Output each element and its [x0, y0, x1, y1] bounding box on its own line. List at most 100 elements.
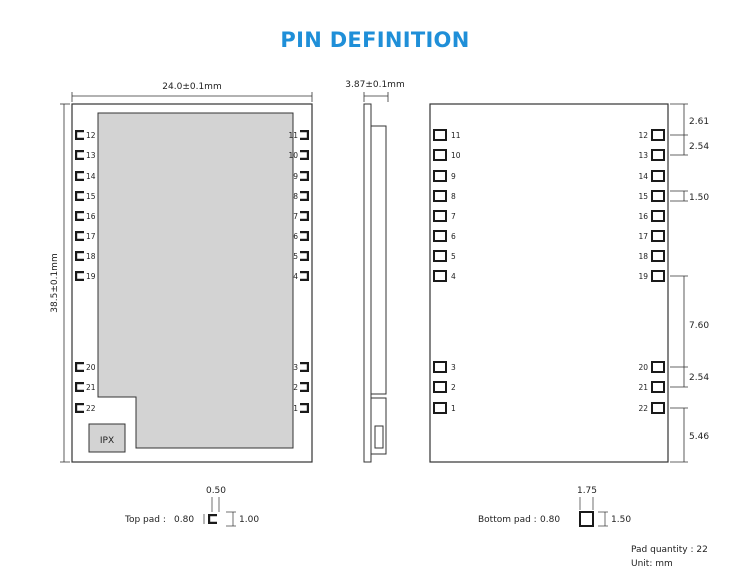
pin-number-left: 1: [451, 404, 456, 413]
shield-can: [97, 112, 294, 449]
pin-pad: [433, 402, 447, 414]
pin-number-left: 7: [451, 212, 456, 221]
dim-label: 2.61: [689, 117, 709, 127]
pin-pad: [75, 271, 84, 281]
pin-pad: [433, 270, 447, 282]
pin-pad: [651, 270, 665, 282]
pin-pad: [651, 250, 665, 262]
pin-pad: [433, 230, 447, 242]
dim-label: 7.60: [689, 321, 709, 331]
pin-number-right: 1: [293, 404, 298, 413]
pin-pad: [75, 130, 84, 140]
pin-number-left: 13: [86, 151, 96, 160]
side-pcb: [363, 103, 372, 463]
pin-pad: [433, 381, 447, 393]
pin-pad: [208, 514, 217, 524]
pin-pad: [651, 381, 665, 393]
pin-pad: [75, 150, 84, 160]
pin-pad: [300, 271, 309, 281]
pin-pad: [300, 130, 309, 140]
pin-pad: [651, 361, 665, 373]
pin-number-left: 18: [86, 252, 96, 261]
pin-number-right: 21: [638, 383, 648, 392]
page-title: PIN DEFINITION: [280, 28, 470, 52]
pin-number-left: 17: [86, 232, 96, 241]
pin-number-left: 15: [86, 192, 96, 201]
pin-number-left: 10: [451, 151, 461, 160]
pin-number-left: 2: [451, 383, 456, 392]
pin-number-right: 7: [293, 212, 298, 221]
pin-number-right: 11: [288, 131, 298, 140]
top-pad-label: Top pad :: [124, 515, 166, 525]
pin-number-right: 14: [638, 172, 648, 181]
pin-number-right: 5: [293, 252, 298, 261]
pin-number-right: 12: [638, 131, 648, 140]
pin-number-left: 6: [451, 232, 456, 241]
pin-number-right: 17: [638, 232, 648, 241]
bottom-pad-width: 0.80: [540, 515, 560, 525]
pin-pad: [300, 231, 309, 241]
height-label: 38.5±0.1mm: [50, 253, 60, 312]
pin-pad: [651, 149, 665, 161]
pin-pad: [300, 403, 309, 413]
unit-note: Unit: mm: [631, 559, 673, 569]
pin-number-left: 4: [451, 272, 456, 281]
dim-label: 5.46: [689, 432, 709, 442]
pin-number-right: 20: [638, 363, 648, 372]
pin-pad: [75, 171, 84, 181]
pin-pad: [300, 382, 309, 392]
pin-pad: [651, 210, 665, 222]
bottom-outline: [429, 103, 669, 463]
top-pad-height: 1.00: [239, 515, 259, 525]
pin-number-left: 9: [451, 172, 456, 181]
pin-number-left: 19: [86, 272, 96, 281]
pin-number-right: 16: [638, 212, 648, 221]
pin-number-left: 21: [86, 383, 96, 392]
pin-number-left: 22: [86, 404, 96, 413]
pin-number-right: 19: [638, 272, 648, 281]
pin-pad: [651, 402, 665, 414]
bottom-pad-shape: [579, 511, 594, 527]
pin-number-left: 16: [86, 212, 96, 221]
bottom-pad-height: 1.50: [611, 515, 631, 525]
pin-pad: [75, 231, 84, 241]
pin-pad: [75, 403, 84, 413]
thickness-label: 3.87±0.1mm: [345, 80, 404, 90]
pin-pad: [651, 129, 665, 141]
ipx-connector: [88, 423, 126, 453]
pin-pad: [433, 190, 447, 202]
pin-pad: [433, 149, 447, 161]
pin-number-left: 8: [451, 192, 456, 201]
pin-pad: [433, 210, 447, 222]
pin-number-left: 20: [86, 363, 96, 372]
pin-number-left: 12: [86, 131, 96, 140]
dim-label: 1.50: [689, 193, 709, 203]
pin-number-left: 14: [86, 172, 96, 181]
pin-number-right: 6: [293, 232, 298, 241]
pin-pad: [651, 230, 665, 242]
pin-number-right: 8: [293, 192, 298, 201]
pin-pad: [300, 211, 309, 221]
pin-number-right: 18: [638, 252, 648, 261]
pin-pad: [75, 382, 84, 392]
pin-pad: [433, 129, 447, 141]
bottom-pad-top-dim: 1.75: [577, 486, 597, 496]
width-label: 24.0±0.1mm: [162, 82, 221, 92]
pin-number-left: 5: [451, 252, 456, 261]
side-view: 3.87±0.1mm: [345, 80, 405, 463]
pin-pad: [75, 211, 84, 221]
pin-number-right: 4: [293, 272, 298, 281]
pin-pad: [75, 362, 84, 372]
top-pad-width: 0.80: [174, 515, 194, 525]
ipx-label: IPX: [100, 436, 114, 446]
side-shield: [370, 125, 387, 395]
bottom-pad-label: Bottom pad :: [478, 515, 537, 525]
pin-number-left: 11: [451, 131, 461, 140]
pin-number-right: 22: [638, 404, 648, 413]
pin-pad: [75, 251, 84, 261]
dim-label: 2.54: [689, 142, 709, 152]
pin-number-right: 9: [293, 172, 298, 181]
